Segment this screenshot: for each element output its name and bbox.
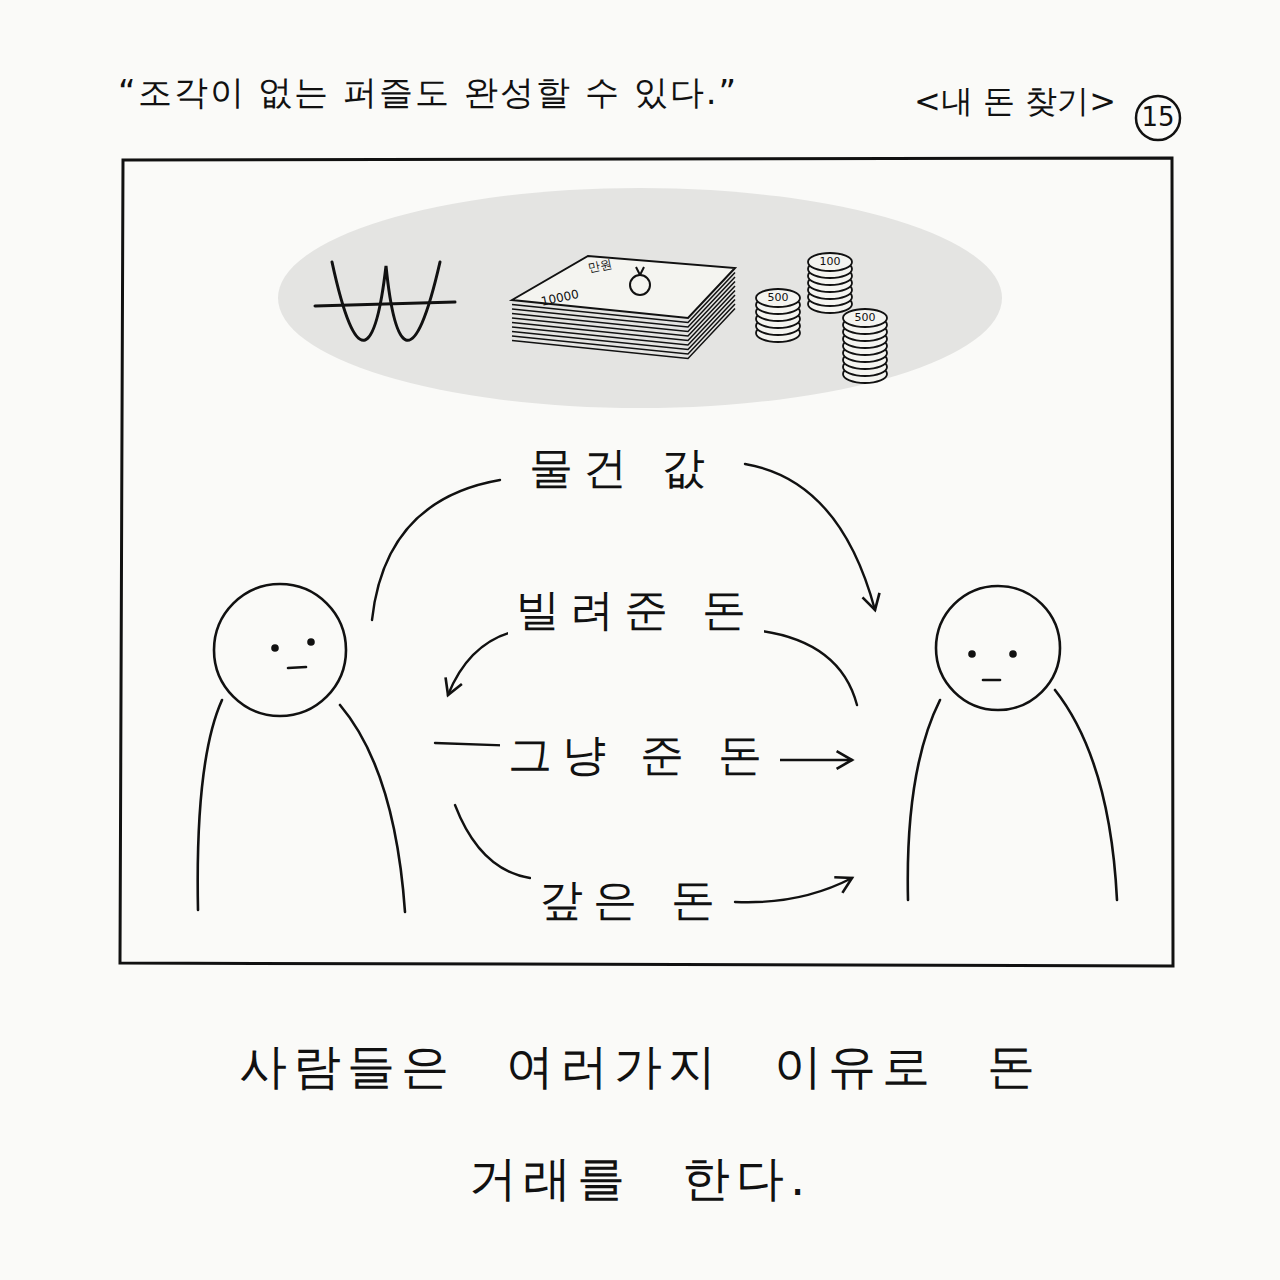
arrow-label: 빌려준 돈: [508, 582, 764, 639]
coin-value: 500: [855, 311, 876, 324]
coin-value: 500: [768, 291, 789, 304]
person-left: [198, 584, 405, 912]
won-symbol: [315, 262, 455, 340]
episode-number: 15: [1141, 102, 1174, 133]
coin-value: 100: [820, 255, 841, 268]
banknote-stack: [512, 256, 735, 359]
coin-stacks: [756, 253, 887, 383]
page-title: “조각이 없는 퍼즐도 완성할 수 있다.”: [118, 72, 738, 113]
number-circle: [1136, 96, 1180, 140]
arrow-label: 갚은 돈: [531, 872, 733, 929]
arrow-label: 그냥 준 돈: [500, 727, 780, 784]
arrow-label: 물건 값: [521, 440, 723, 497]
arrows: [372, 464, 875, 902]
caption: 사람들은 여러가지 이유로 돈 거래를 한다.: [230, 1010, 1050, 1234]
person-right: [908, 586, 1117, 900]
series-title: <내 돈 찾기>: [914, 82, 1116, 120]
panel-frame: [120, 158, 1173, 966]
money-ellipse: [278, 188, 1002, 408]
